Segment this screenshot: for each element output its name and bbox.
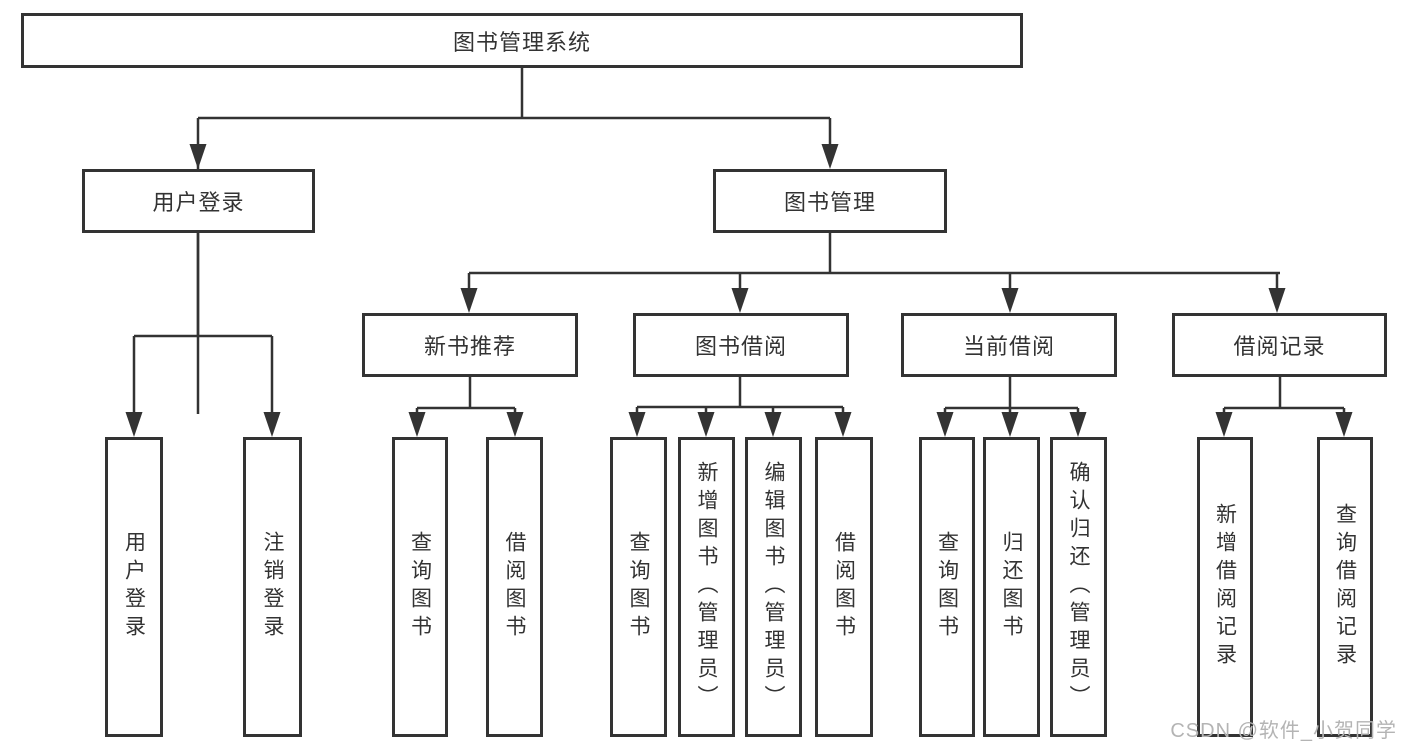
leaf-records-query-record: 查询借阅记录 xyxy=(1317,437,1373,737)
node-root: 图书管理系统 xyxy=(21,13,1023,68)
leaf-borrow-borrow-book: 借阅图书 xyxy=(815,437,873,737)
leaf-newbook-query-book: 查询图书 xyxy=(392,437,448,737)
leaf-records-add-record: 新增借阅记录 xyxy=(1197,437,1253,737)
leaf-borrow-query-book: 查询图书 xyxy=(610,437,667,737)
node-borrow-records: 借阅记录 xyxy=(1172,313,1387,377)
node-user-login: 用户登录 xyxy=(82,169,315,233)
node-book-management: 图书管理 xyxy=(713,169,947,233)
leaf-borrow-add-book-admin: 新增图书（管理员） xyxy=(678,437,735,737)
leaf-current-query-book: 查询图书 xyxy=(919,437,975,737)
node-current-borrow: 当前借阅 xyxy=(901,313,1117,377)
leaf-user-login: 用户登录 xyxy=(105,437,163,737)
watermark: CSDN @软件_小贺同学 xyxy=(1170,720,1397,742)
leaf-newbook-borrow-book: 借阅图书 xyxy=(486,437,543,737)
leaf-current-confirm-return-admin: 确认归还（管理员） xyxy=(1050,437,1107,737)
leaf-logout-login: 注销登录 xyxy=(243,437,302,737)
node-book-borrow: 图书借阅 xyxy=(633,313,849,377)
leaf-borrow-edit-book-admin: 编辑图书（管理员） xyxy=(745,437,802,737)
node-new-book-recommend: 新书推荐 xyxy=(362,313,578,377)
leaf-current-return-book: 归还图书 xyxy=(983,437,1040,737)
